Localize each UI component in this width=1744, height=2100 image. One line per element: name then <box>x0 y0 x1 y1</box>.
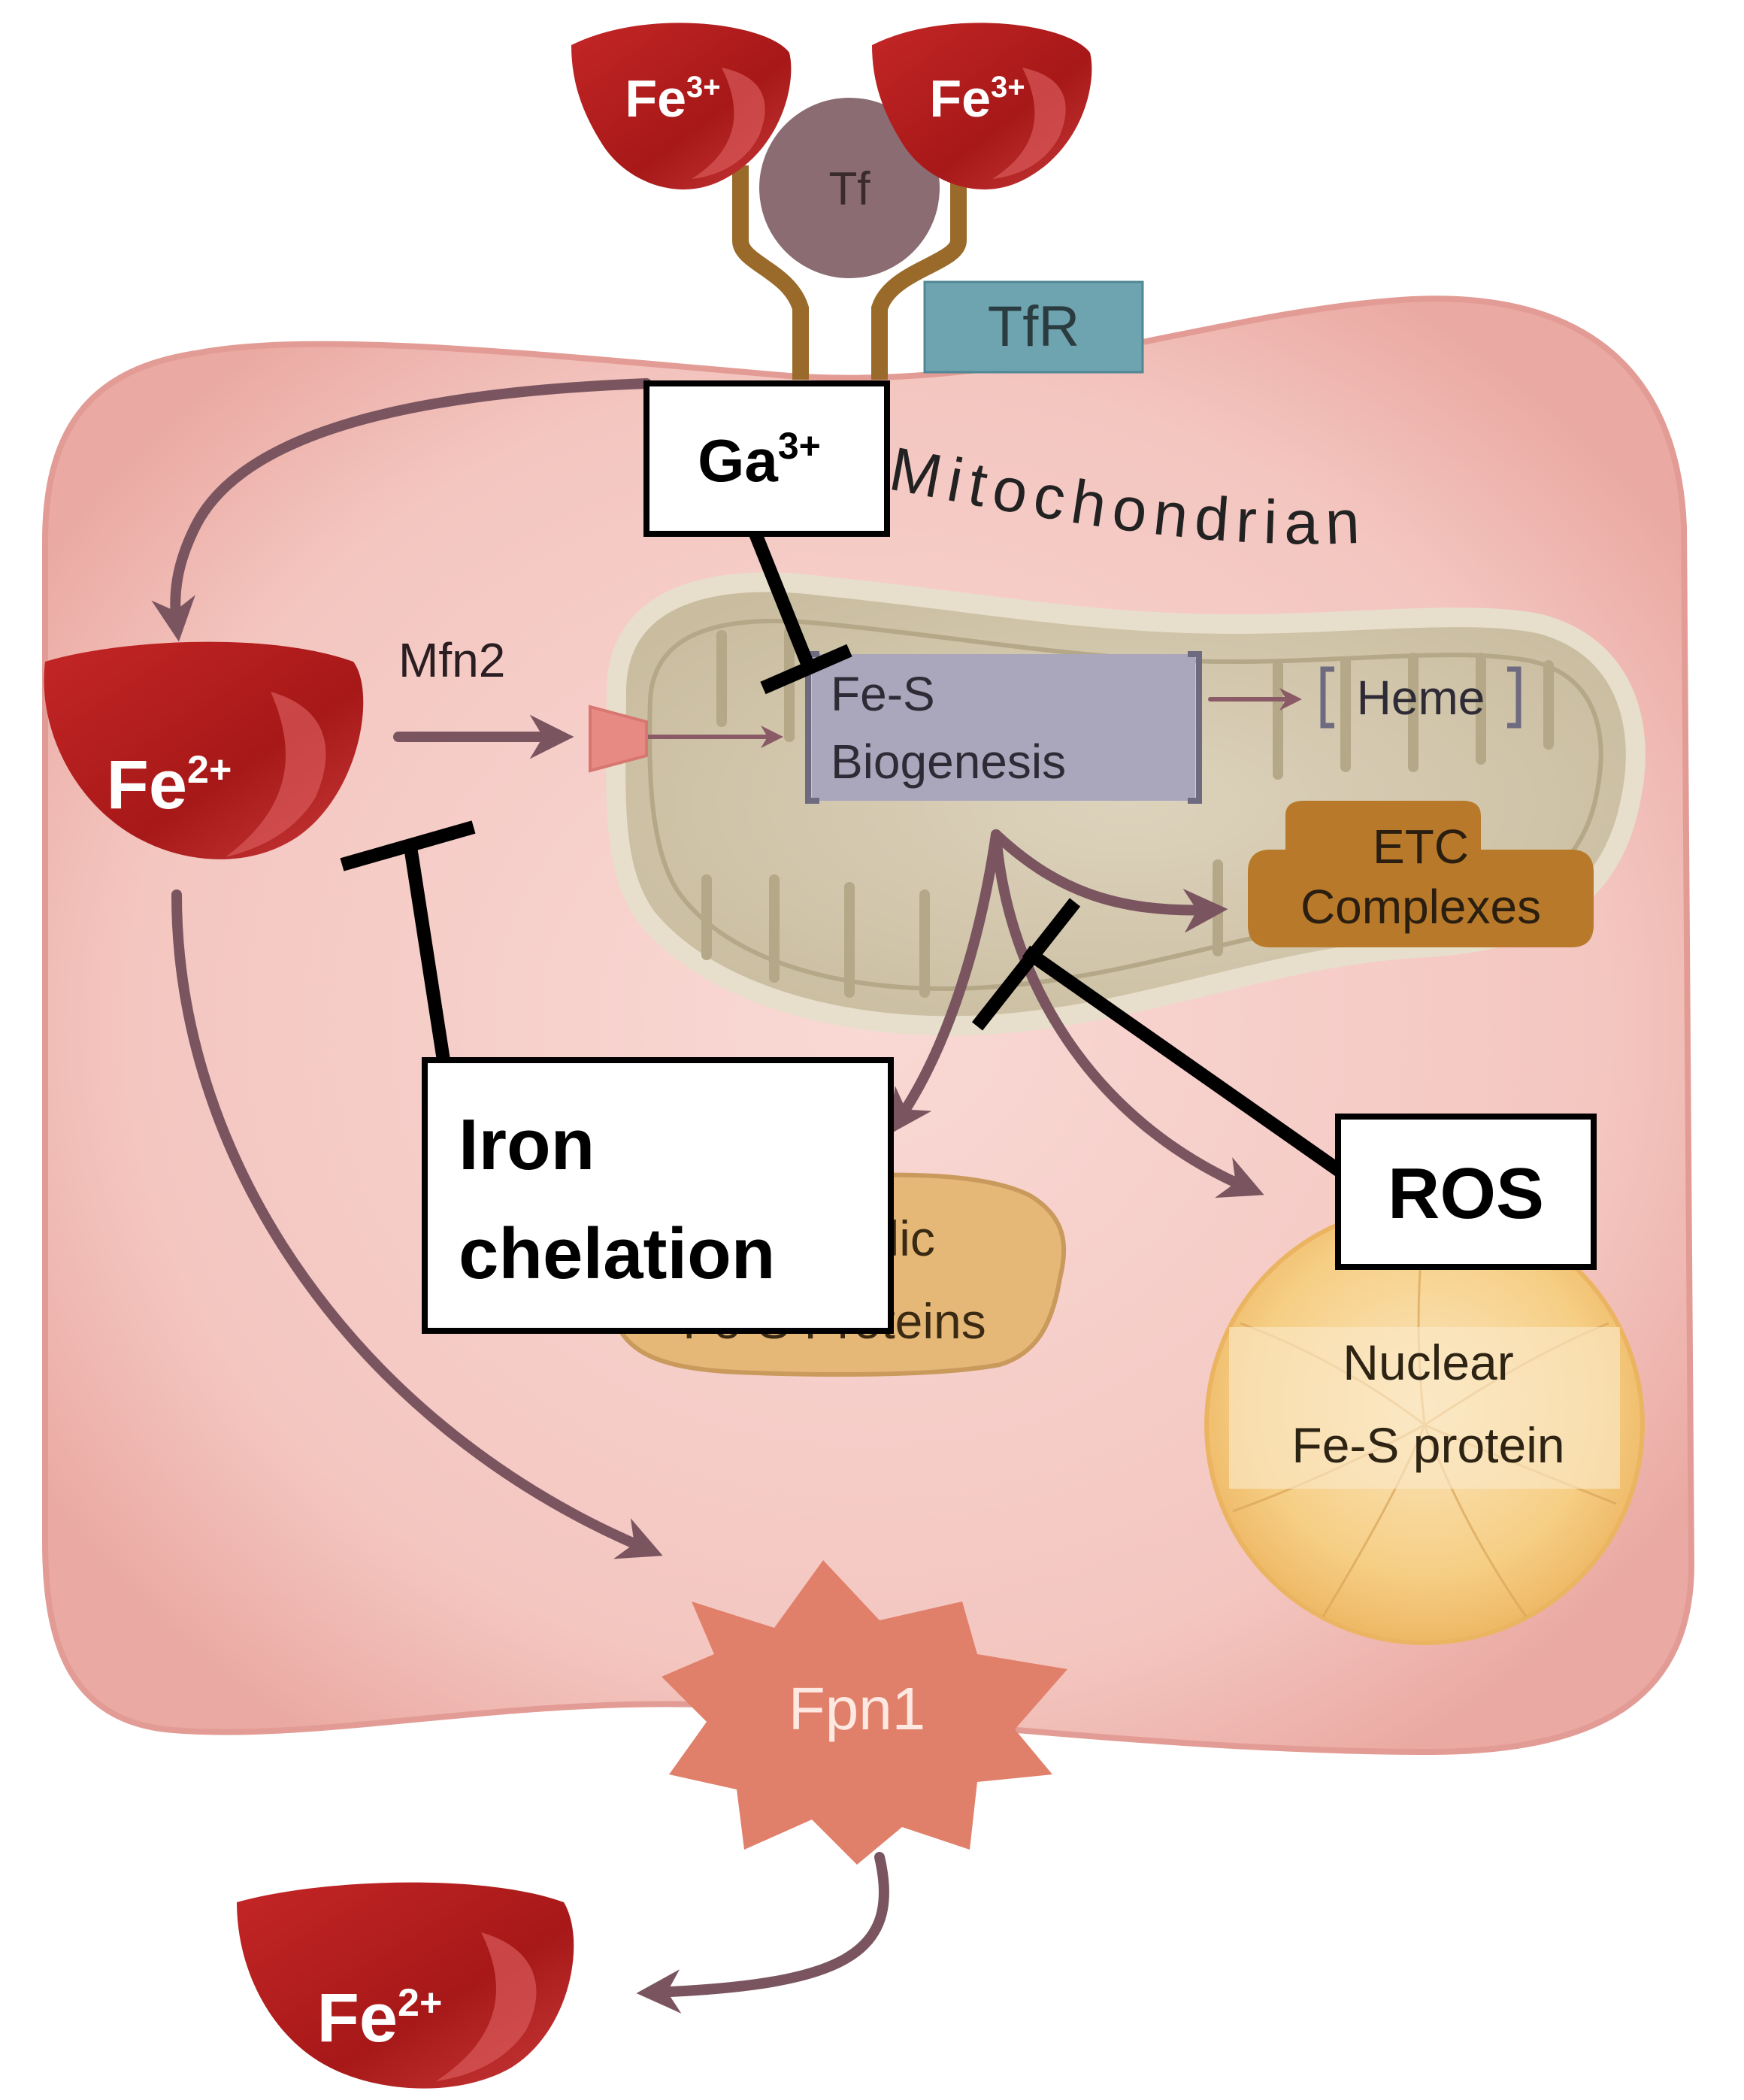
fe3-right-label: Fe3+ <box>929 69 1025 128</box>
nucleus <box>1204 1205 1645 1645</box>
fes-biogenesis-line2: Biogenesis <box>831 735 1066 789</box>
nuclear-line2: Fe-S protein <box>1291 1417 1564 1473</box>
arrow-fe2-to-fpn1 <box>171 889 663 1559</box>
heme-label: Heme <box>1357 671 1485 725</box>
arrow-tfr-to-fe2 <box>151 378 652 642</box>
fes-biogenesis-line1: Fe-S <box>831 667 935 721</box>
inhibit-chelation-line <box>403 841 450 1062</box>
arrows <box>151 378 1264 2014</box>
fes-biogenesis-box <box>812 654 1195 801</box>
fpn1-star <box>662 1560 1067 1865</box>
etc-line2: Complexes <box>1300 880 1541 934</box>
mfn2-channel <box>589 705 648 773</box>
fe2-inner-bean <box>44 641 364 859</box>
fe2-outer-bean <box>237 1882 574 2089</box>
ros-label: ROS <box>1388 1153 1544 1234</box>
ga-label: Ga3+ <box>698 425 821 494</box>
arrow-fes-to-cytosolic <box>888 829 1001 1135</box>
fpn1-label: Fpn1 <box>789 1675 925 1742</box>
tfr-box <box>923 280 1144 374</box>
iron-chelation-line1: Iron <box>459 1105 595 1185</box>
inhibition-lines <box>340 531 1358 1186</box>
fe3-left-label: Fe3+ <box>625 69 720 128</box>
ros-box <box>1335 1114 1597 1270</box>
inhibit-ros-line <box>1022 945 1358 1186</box>
fe3-left-bean <box>571 23 792 189</box>
etc-complexes-shape <box>1248 801 1594 947</box>
transferrin-receptor-shape <box>732 165 967 380</box>
inhibit-ros-bar <box>971 898 1081 1031</box>
fe3-right-bean <box>872 23 1092 189</box>
ga-box <box>643 380 890 537</box>
mfn2-label: Mfn2 <box>398 633 505 687</box>
iron-chelation-line2: chelation <box>459 1214 775 1294</box>
arrow-fes-to-etc <box>991 829 1228 933</box>
inhibit-ga-line <box>749 531 815 668</box>
nuclear-line1: Nuclear <box>1343 1335 1513 1390</box>
inhibit-chelation-bar <box>340 820 476 871</box>
arrow-fes-to-nucleus <box>991 829 1264 1198</box>
fe2-inner-label: Fe2+ <box>107 747 232 823</box>
inhibit-ga-bar <box>760 644 852 695</box>
tf-label: Tf <box>828 163 870 215</box>
iron-chelation-box <box>422 1057 894 1334</box>
arrow-fpn1-to-outer <box>636 1852 889 2014</box>
transferrin-circle <box>759 98 940 278</box>
etc-line1: ETC <box>1373 820 1469 874</box>
fe2-outer-label: Fe2+ <box>317 1980 443 2056</box>
tfr-label: TfR <box>988 295 1079 359</box>
thin-arrows <box>644 688 1302 748</box>
